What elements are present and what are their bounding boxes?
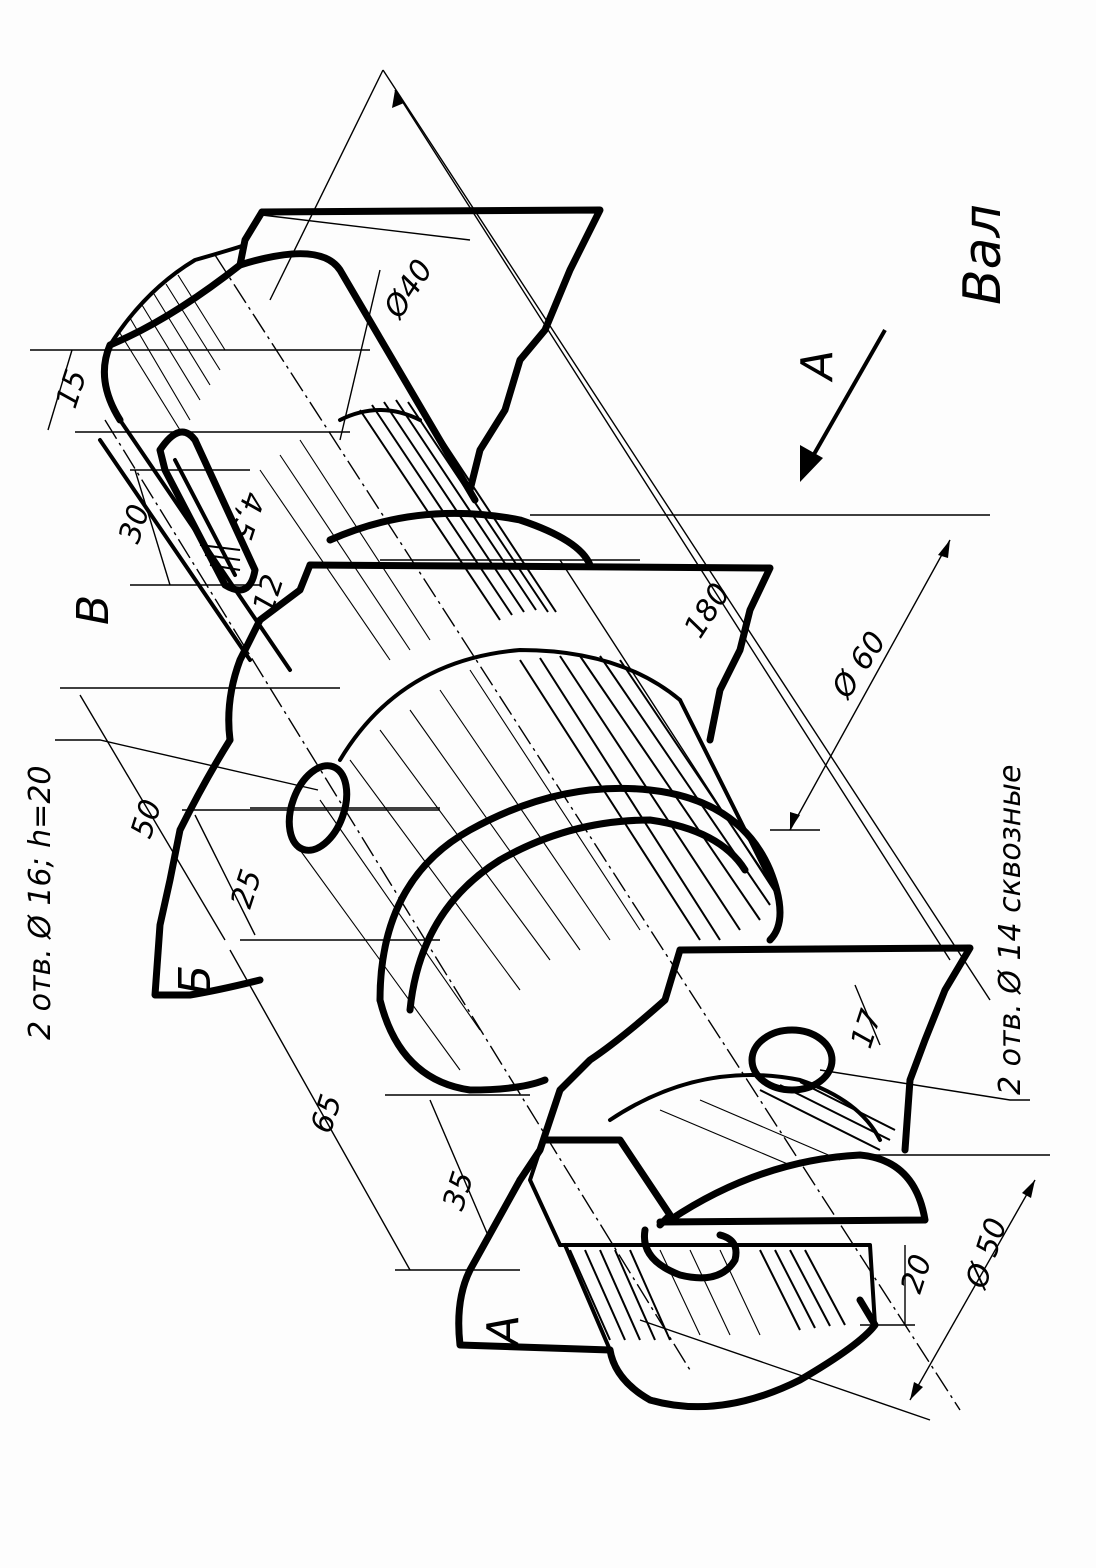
dim-d40: Ø40 <box>376 253 440 326</box>
note-holes-d14: 2 отв. Ø 14 сквозные <box>993 765 1028 1095</box>
section-label-b: Б <box>170 965 221 995</box>
key-slot <box>156 428 259 594</box>
hole-d16 <box>285 762 351 854</box>
dim-65: 65 <box>304 1090 349 1137</box>
dim-17: 17 <box>844 1005 889 1052</box>
dim-25: 25 <box>224 865 269 912</box>
hatch-d40-body <box>259 399 557 661</box>
hole-d14-upper <box>748 1026 836 1094</box>
section-label-a: А <box>478 1315 529 1348</box>
section-label-v: В <box>68 595 119 625</box>
shaft-body <box>98 206 974 1411</box>
hatch-slot <box>199 544 241 571</box>
view-label-a: А <box>792 350 843 383</box>
dim-d60: Ø 60 <box>824 625 893 706</box>
dim-4-5: 4,5 <box>223 488 271 544</box>
hole-d14-lower <box>640 1226 740 1282</box>
hatch-d40 <box>117 274 226 431</box>
dimension-lines <box>47 89 1036 1401</box>
view-arrow-a[interactable] <box>800 329 887 482</box>
dim-180: 180 <box>677 577 738 644</box>
center-axes <box>104 254 961 1411</box>
dim-35: 35 <box>436 1167 481 1214</box>
note-holes-d16: 2 отв. Ø 16; h=20 <box>23 766 58 1041</box>
drawing-title: Вал <box>953 204 1013 305</box>
hatch-d50 <box>569 1081 896 1341</box>
dim-20: 20 <box>894 1250 939 1297</box>
extension-lines <box>30 69 1050 1421</box>
dim-d50-diameter: Ø 50 <box>959 1214 1015 1295</box>
dim-30: 30 <box>112 500 157 547</box>
